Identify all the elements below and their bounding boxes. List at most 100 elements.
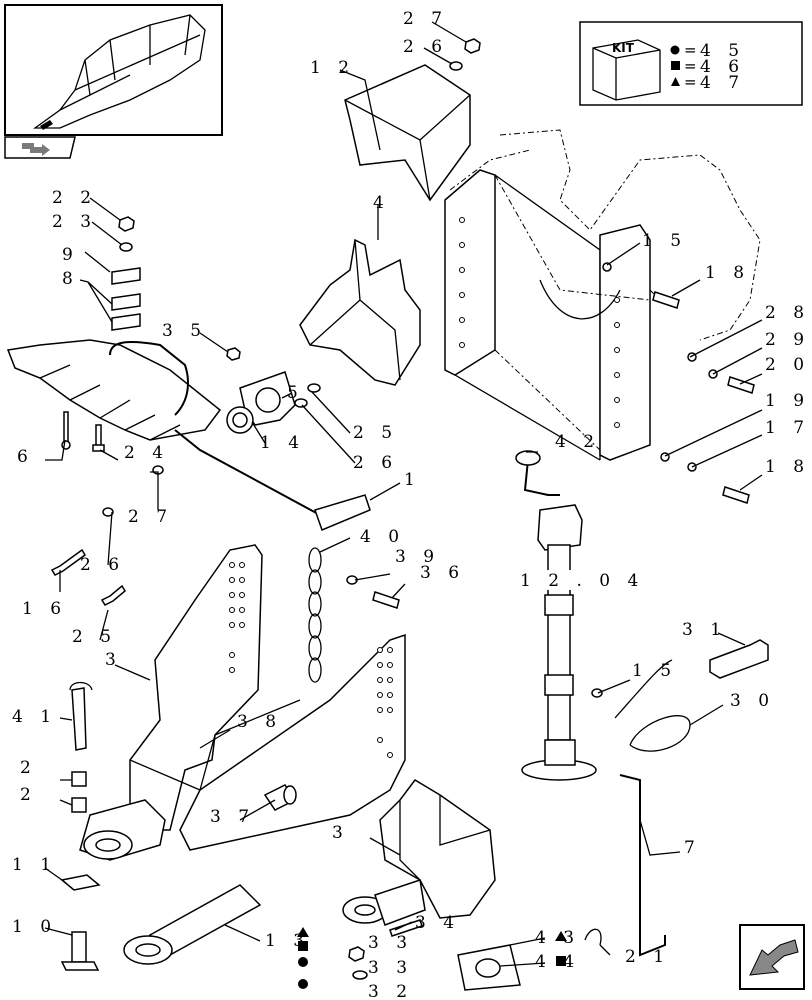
- bushing: [263, 784, 297, 811]
- reference-label: 1 2 . 0 4: [520, 571, 644, 591]
- callout-label: 3 8: [237, 712, 282, 732]
- washer-icon: [449, 61, 463, 71]
- bracket: [299, 238, 421, 386]
- kit-item-value: 4 5: [700, 41, 745, 61]
- callout-label: 2 5: [72, 627, 117, 647]
- lynch-pin: [69, 681, 93, 751]
- chain: [308, 547, 322, 683]
- washer-icon: [352, 970, 368, 980]
- callout-label: 1 5: [632, 661, 677, 681]
- nut-icon: [348, 946, 365, 962]
- bearing: [226, 406, 254, 434]
- bolt-icon: [50, 548, 86, 576]
- kit-triangle-icon: [671, 77, 680, 86]
- hitch-bracket: [342, 779, 496, 926]
- kit-circle-icon: [298, 979, 308, 989]
- callout-label: 2 4: [124, 443, 169, 463]
- svg-text:=: =: [684, 73, 697, 91]
- callout-label: 4 2: [555, 432, 600, 452]
- screw-icon: [92, 424, 105, 452]
- callout-label: 1 8: [705, 263, 750, 283]
- kit-circle-icon: [670, 45, 680, 55]
- kit-item-value: 4 7: [700, 73, 745, 93]
- callout-label: 1 9: [765, 391, 810, 411]
- callout-label: 2 2: [52, 188, 97, 208]
- callout-label: 1 8: [765, 457, 810, 477]
- callout-label: 4 3: [535, 928, 580, 948]
- callout-label: 2 6: [403, 37, 448, 57]
- nut-icon: [118, 216, 135, 232]
- reference-box[interactable]: 1 2 . 0 4: [518, 570, 644, 591]
- callout-label: 2 9: [765, 330, 810, 350]
- washer-icon: [591, 688, 603, 698]
- callout-label: 3 9: [395, 547, 440, 567]
- callout-label: 2 0: [765, 355, 810, 375]
- callout-label: 2 1: [625, 947, 670, 967]
- rivet-icon: [61, 411, 71, 450]
- callout-labels: 2 7 2 6 1 2 4 1 5 1 8 2 8 2 9 2 0 1 9 1 …: [12, 9, 810, 1000]
- chassis-frame: [444, 129, 761, 461]
- washer-icon: [294, 383, 321, 408]
- callout-label: 4: [373, 193, 390, 213]
- callout-label: 2 6: [80, 555, 125, 575]
- kit-square-icon: [298, 941, 308, 951]
- bolt-icon: [687, 352, 755, 394]
- kit-triangle-icon: [297, 927, 309, 937]
- callout-label: 2: [20, 758, 37, 778]
- callout-label: 1 2: [310, 58, 355, 78]
- jack-stand: [515, 450, 597, 781]
- bushing: [71, 771, 87, 813]
- cotter-pin-icon: [584, 928, 602, 946]
- callout-label: 1 5: [642, 231, 687, 251]
- clamp-bracket: [709, 639, 769, 679]
- callout-label: 4 1: [12, 707, 57, 727]
- callout-label: 4 4: [535, 952, 580, 972]
- pin-icon: [60, 874, 101, 891]
- callout-label: 3 3: [368, 958, 413, 978]
- callout-label: 8: [62, 269, 79, 289]
- kit-square-icon: [671, 61, 680, 70]
- svg-text:=: =: [684, 41, 697, 59]
- callout-label: 1 4: [260, 433, 305, 453]
- callout-label: 1 3: [265, 931, 310, 951]
- callout-label: 4 0: [360, 527, 405, 547]
- washer-icon: [119, 242, 133, 252]
- callout-label: 3 7: [210, 807, 255, 827]
- clip-icon: [111, 267, 141, 285]
- kit-title: KIT: [612, 41, 635, 55]
- next-page-button[interactable]: [739, 924, 805, 990]
- callout-label: 1 0: [12, 917, 57, 937]
- clip-icon: [111, 293, 141, 331]
- callout-label: 1 1: [12, 855, 57, 875]
- navigate-back-icon[interactable]: [4, 136, 76, 159]
- kit-item-value: 4 6: [700, 57, 745, 77]
- callout-label: 6: [17, 447, 34, 467]
- callout-label: 3 4: [415, 913, 460, 933]
- frame-hole-row: [229, 562, 393, 758]
- rod-handle: [174, 429, 371, 531]
- arrow-icon: [749, 939, 799, 976]
- callout-label: 2: [20, 785, 37, 805]
- kit-triangle-icon: [555, 931, 567, 941]
- kit-box-icon: KIT: [592, 39, 661, 101]
- kit-circle-icon: [298, 957, 308, 967]
- callout-label: 2 7: [128, 507, 173, 527]
- bolt-icon: [100, 584, 126, 606]
- callout-label: 5: [287, 383, 304, 403]
- callout-label: 3 0: [730, 691, 775, 711]
- callout-label: 3: [332, 823, 349, 843]
- overview-thumbnail[interactable]: [4, 4, 223, 136]
- callout-label: 2 7: [403, 9, 448, 29]
- nut-icon: [226, 347, 241, 361]
- kit-square-icon: [556, 956, 566, 966]
- callout-label: 2 6: [353, 453, 398, 473]
- callout-label: 2 5: [353, 423, 398, 443]
- frame-hole-row: [459, 217, 620, 428]
- callout-label: 3: [105, 650, 122, 670]
- bent-pin: [619, 774, 666, 957]
- callout-label: 7: [684, 838, 701, 858]
- callout-label: 1 7: [765, 418, 810, 438]
- machine-thumbnail-icon: [32, 14, 206, 130]
- callout-label: 2 3: [52, 212, 97, 232]
